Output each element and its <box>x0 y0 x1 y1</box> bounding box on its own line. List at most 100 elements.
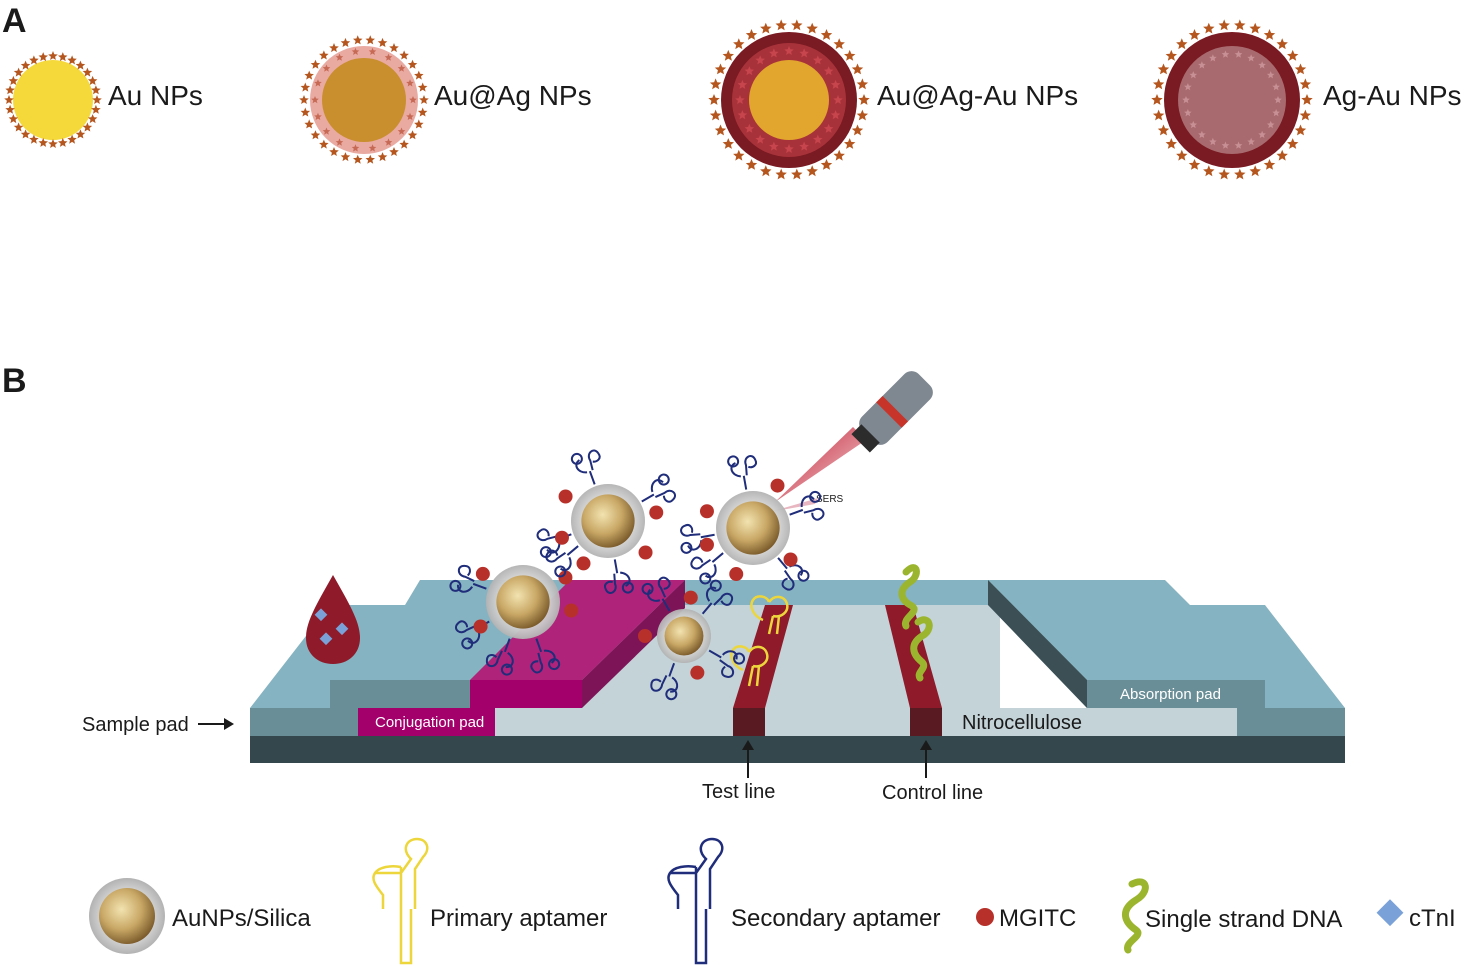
legend: AuNPs/Silica Primary aptamer Secondary a… <box>89 837 1456 965</box>
surface-star-icon <box>820 159 833 170</box>
test-line-arrow <box>742 740 754 778</box>
surface-star-icon <box>417 82 428 92</box>
absorption-pad-label: Absorption pad <box>1120 686 1221 703</box>
au-ag-au-np-label: Au@Ag-Au NPs <box>877 80 1078 111</box>
mgitc-dot-icon <box>576 556 591 571</box>
surface-star-icon <box>13 122 24 132</box>
mgitc-dot-icon <box>690 665 705 680</box>
surface-star-icon <box>310 130 321 140</box>
surface-star-icon <box>304 119 314 129</box>
surface-star-icon <box>745 29 758 40</box>
surface-star-icon <box>1209 54 1217 62</box>
test-line-primary-aptamers <box>730 595 789 687</box>
strip-backing <box>250 736 1345 763</box>
surface-star-icon <box>791 19 803 31</box>
ctni-diamond-icon <box>314 608 328 622</box>
au-ag-np-outer-stars <box>299 35 429 164</box>
surface-star-icon <box>823 66 834 76</box>
surface-star-icon <box>419 95 429 104</box>
surface-star-icon <box>407 59 418 69</box>
surface-star-icon <box>813 55 823 65</box>
surface-star-icon <box>87 114 98 124</box>
surface-star-icon <box>304 70 314 80</box>
gold-core <box>581 494 635 548</box>
surface-star-icon <box>1276 149 1288 161</box>
surface-star-icon <box>830 79 841 89</box>
legend-aunps-silica-icon <box>89 878 165 954</box>
surface-star-icon <box>1157 63 1170 75</box>
surface-star-icon <box>397 127 406 135</box>
surface-star-icon <box>1266 71 1275 79</box>
ag-au-np-label: Ag-Au NPs <box>1323 80 1462 111</box>
surface-star-icon <box>799 48 809 58</box>
ctni-diamond-icon <box>319 632 333 646</box>
surface-star-icon <box>87 75 98 85</box>
legend-ctni-label: cTnI <box>1409 905 1456 932</box>
secondary-aptamer-icon <box>708 649 746 678</box>
mgitc-dot-icon <box>638 629 652 643</box>
surface-star-icon <box>92 95 102 104</box>
au-np-core <box>13 60 93 140</box>
surface-star-icon <box>300 107 311 117</box>
au-ag-np-core <box>322 58 406 142</box>
surface-star-icon <box>1203 22 1215 34</box>
surface-star-icon <box>319 50 329 60</box>
surface-star-icon <box>744 123 755 133</box>
surface-star-icon <box>384 138 393 146</box>
surface-star-icon <box>1189 71 1198 79</box>
surface-star-icon <box>91 85 101 95</box>
surface-star-icon <box>755 134 765 144</box>
surface-star-icon <box>384 53 393 61</box>
surface-star-icon <box>329 43 339 53</box>
laser-beam <box>775 427 866 502</box>
surface-star-icon <box>353 35 363 45</box>
primary-aptamer-icon <box>372 837 429 965</box>
surface-star-icon <box>351 144 360 152</box>
surface-star-icon <box>1176 149 1188 161</box>
blood-drop-icon <box>306 575 360 664</box>
ssdna-strand-upper <box>898 564 920 630</box>
ag-au-np-hollow <box>1178 46 1286 154</box>
surface-star-icon <box>8 114 19 124</box>
surface-star-icon <box>1234 50 1243 58</box>
au-ag-au-np-core <box>749 60 829 140</box>
ssdna-strand-lower <box>910 616 933 682</box>
surface-star-icon <box>377 152 388 162</box>
surface-star-icon <box>733 149 745 161</box>
secondary-aptamer-icon <box>667 837 724 965</box>
surface-star-icon <box>1151 94 1163 105</box>
surface-star-icon <box>368 144 377 152</box>
surface-star-icon <box>1189 120 1198 129</box>
surface-star-icon <box>1301 94 1313 105</box>
surface-star-icon <box>377 37 388 47</box>
surface-star-icon <box>58 137 68 147</box>
gold-core <box>726 501 780 555</box>
surface-star-icon <box>1176 38 1188 50</box>
panel-a-letter: A <box>2 2 27 40</box>
mgitc-dot-icon <box>475 566 490 581</box>
secondary-aptamer-icon <box>727 455 757 490</box>
sample-pad-arrow <box>198 718 234 730</box>
surface-star-icon <box>75 60 86 70</box>
sers-label: SERS <box>816 494 844 505</box>
mgitc-dot-icon <box>770 478 785 493</box>
surface-star-icon <box>1188 29 1201 40</box>
surface-star-icon <box>5 85 15 95</box>
surface-star-icon <box>310 59 321 69</box>
control-line-arrow <box>920 740 932 778</box>
surface-star-icon <box>4 95 14 104</box>
secondary-aptamer-icon <box>545 545 579 578</box>
sample-pad-step <box>330 680 495 708</box>
surface-star-icon <box>409 96 417 104</box>
surface-star-icon <box>1165 49 1177 61</box>
ag-au-np-inner-stars <box>1182 50 1282 149</box>
lateral-flow-strip <box>250 580 1345 763</box>
conjugation-pad-front <box>470 680 582 708</box>
surface-star-icon <box>67 55 77 65</box>
surface-star-icon <box>329 147 339 156</box>
surface-star-icon <box>322 64 331 72</box>
surface-star-icon <box>1221 50 1230 58</box>
surface-star-icon <box>353 154 363 164</box>
mgitc-dot-icon <box>699 504 714 519</box>
surface-star-icon <box>769 141 779 151</box>
